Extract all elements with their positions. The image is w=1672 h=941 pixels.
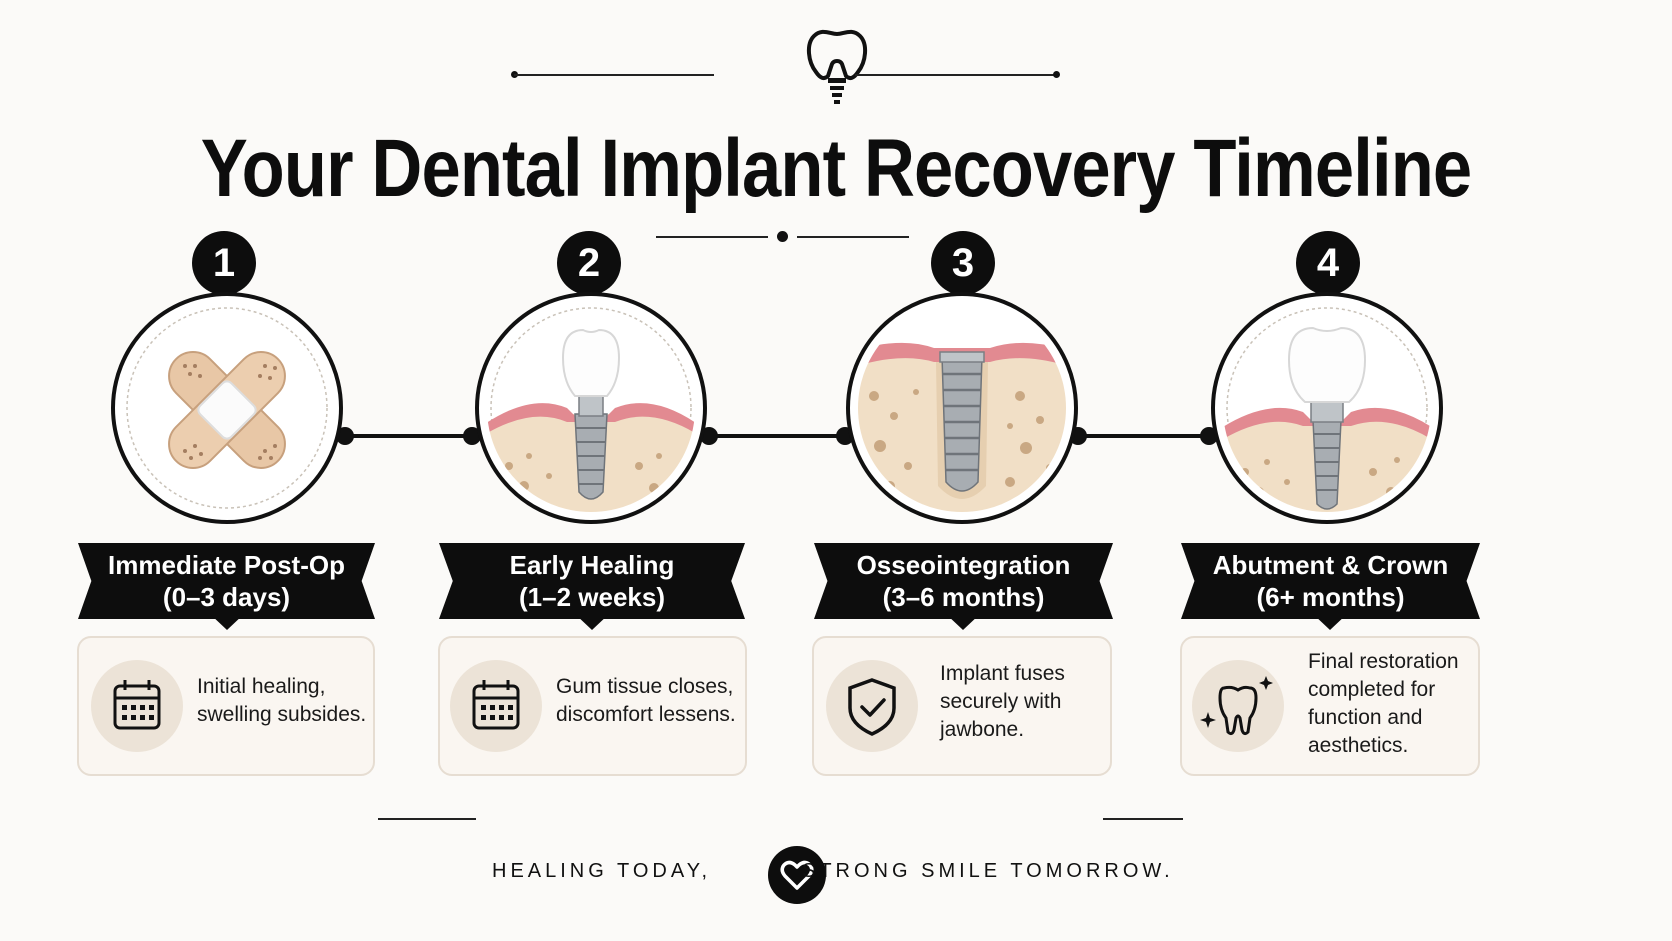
step-description-line: jawbone. xyxy=(940,718,1025,741)
step-title: Immediate Post-Op xyxy=(108,550,345,580)
step-description-line: securely with xyxy=(940,690,1062,713)
step-description-card: Implant fuses securely with jawbone. xyxy=(812,636,1112,776)
header-rule-right xyxy=(855,74,1055,76)
step-title-banner: Abutment & Crown (6+ months) xyxy=(1181,543,1480,619)
step-number-badge: 3 xyxy=(931,231,995,295)
title-divider-right xyxy=(797,236,909,238)
step-title-banner: Osseointegration (3–6 months) xyxy=(814,543,1113,619)
sparkle-tooth-icon xyxy=(1192,660,1284,752)
step-description-line: Final restoration xyxy=(1308,650,1459,673)
step-duration: (3–6 months) xyxy=(882,582,1045,612)
step-description-line: completed for xyxy=(1308,678,1436,701)
step-description-line: Initial healing, xyxy=(197,675,326,698)
step-illustration-osseointegration xyxy=(846,292,1078,524)
step-description-line: swelling subsides. xyxy=(197,703,367,726)
step-description-line: aesthetics. xyxy=(1308,734,1409,757)
heart-icon xyxy=(768,846,826,904)
step-description-card: Final restoration completed for function… xyxy=(1180,636,1480,776)
step-number-badge: 1 xyxy=(192,231,256,295)
step-illustration-implant-crown xyxy=(475,292,707,524)
step-description-card: Gum tissue closes, discomfort lessens. xyxy=(438,636,747,776)
step-illustration-abutment-crown xyxy=(1211,292,1443,524)
step-title: Abutment & Crown xyxy=(1212,550,1449,580)
step-number-badge: 2 xyxy=(557,231,621,295)
implant-tooth-icon xyxy=(802,24,872,110)
footer-tagline-right: STRONG SMILE TOMORROW. xyxy=(802,860,1174,882)
timeline-connector-3-4 xyxy=(1078,434,1209,438)
footer-rule-right xyxy=(1103,818,1183,820)
step-duration: (0–3 days) xyxy=(162,582,291,612)
step-description-line: function and xyxy=(1308,706,1423,729)
banner-pointer xyxy=(946,614,980,630)
step-number-badge: 4 xyxy=(1296,231,1360,295)
page-title: Your Dental Implant Recovery Timeline xyxy=(200,123,1472,214)
calendar-icon xyxy=(91,660,183,752)
step-title: Early Healing xyxy=(509,550,675,580)
step-description-card: Initial healing, swelling subsides. xyxy=(77,636,375,776)
footer-tagline-left: HEALING TODAY, xyxy=(492,860,712,882)
timeline-connector-2-3 xyxy=(709,434,845,438)
step-title-banner: Early Healing (1–2 weeks) xyxy=(439,543,745,619)
timeline-connector-1-2 xyxy=(345,434,472,438)
step-duration: (6+ months) xyxy=(1256,582,1405,612)
header-rule-dot-right xyxy=(1053,71,1060,78)
title-divider-left xyxy=(656,236,768,238)
title-divider-dot xyxy=(777,231,788,242)
banner-pointer xyxy=(210,614,244,630)
step-description-line: Implant fuses xyxy=(940,662,1065,685)
banner-pointer xyxy=(575,614,609,630)
step-duration: (1–2 weeks) xyxy=(519,582,665,612)
footer-rule-left xyxy=(378,818,476,820)
step-title-banner: Immediate Post-Op (0–3 days) xyxy=(78,543,375,619)
calendar-icon xyxy=(450,660,542,752)
step-description-line: discomfort lessens. xyxy=(556,703,736,726)
step-illustration-bandages xyxy=(111,292,343,524)
step-title: Osseointegration xyxy=(856,550,1071,580)
shield-check-icon xyxy=(826,660,918,752)
banner-pointer xyxy=(1313,614,1347,630)
header-rule-left xyxy=(514,74,714,76)
step-description-line: Gum tissue closes, xyxy=(556,675,734,698)
